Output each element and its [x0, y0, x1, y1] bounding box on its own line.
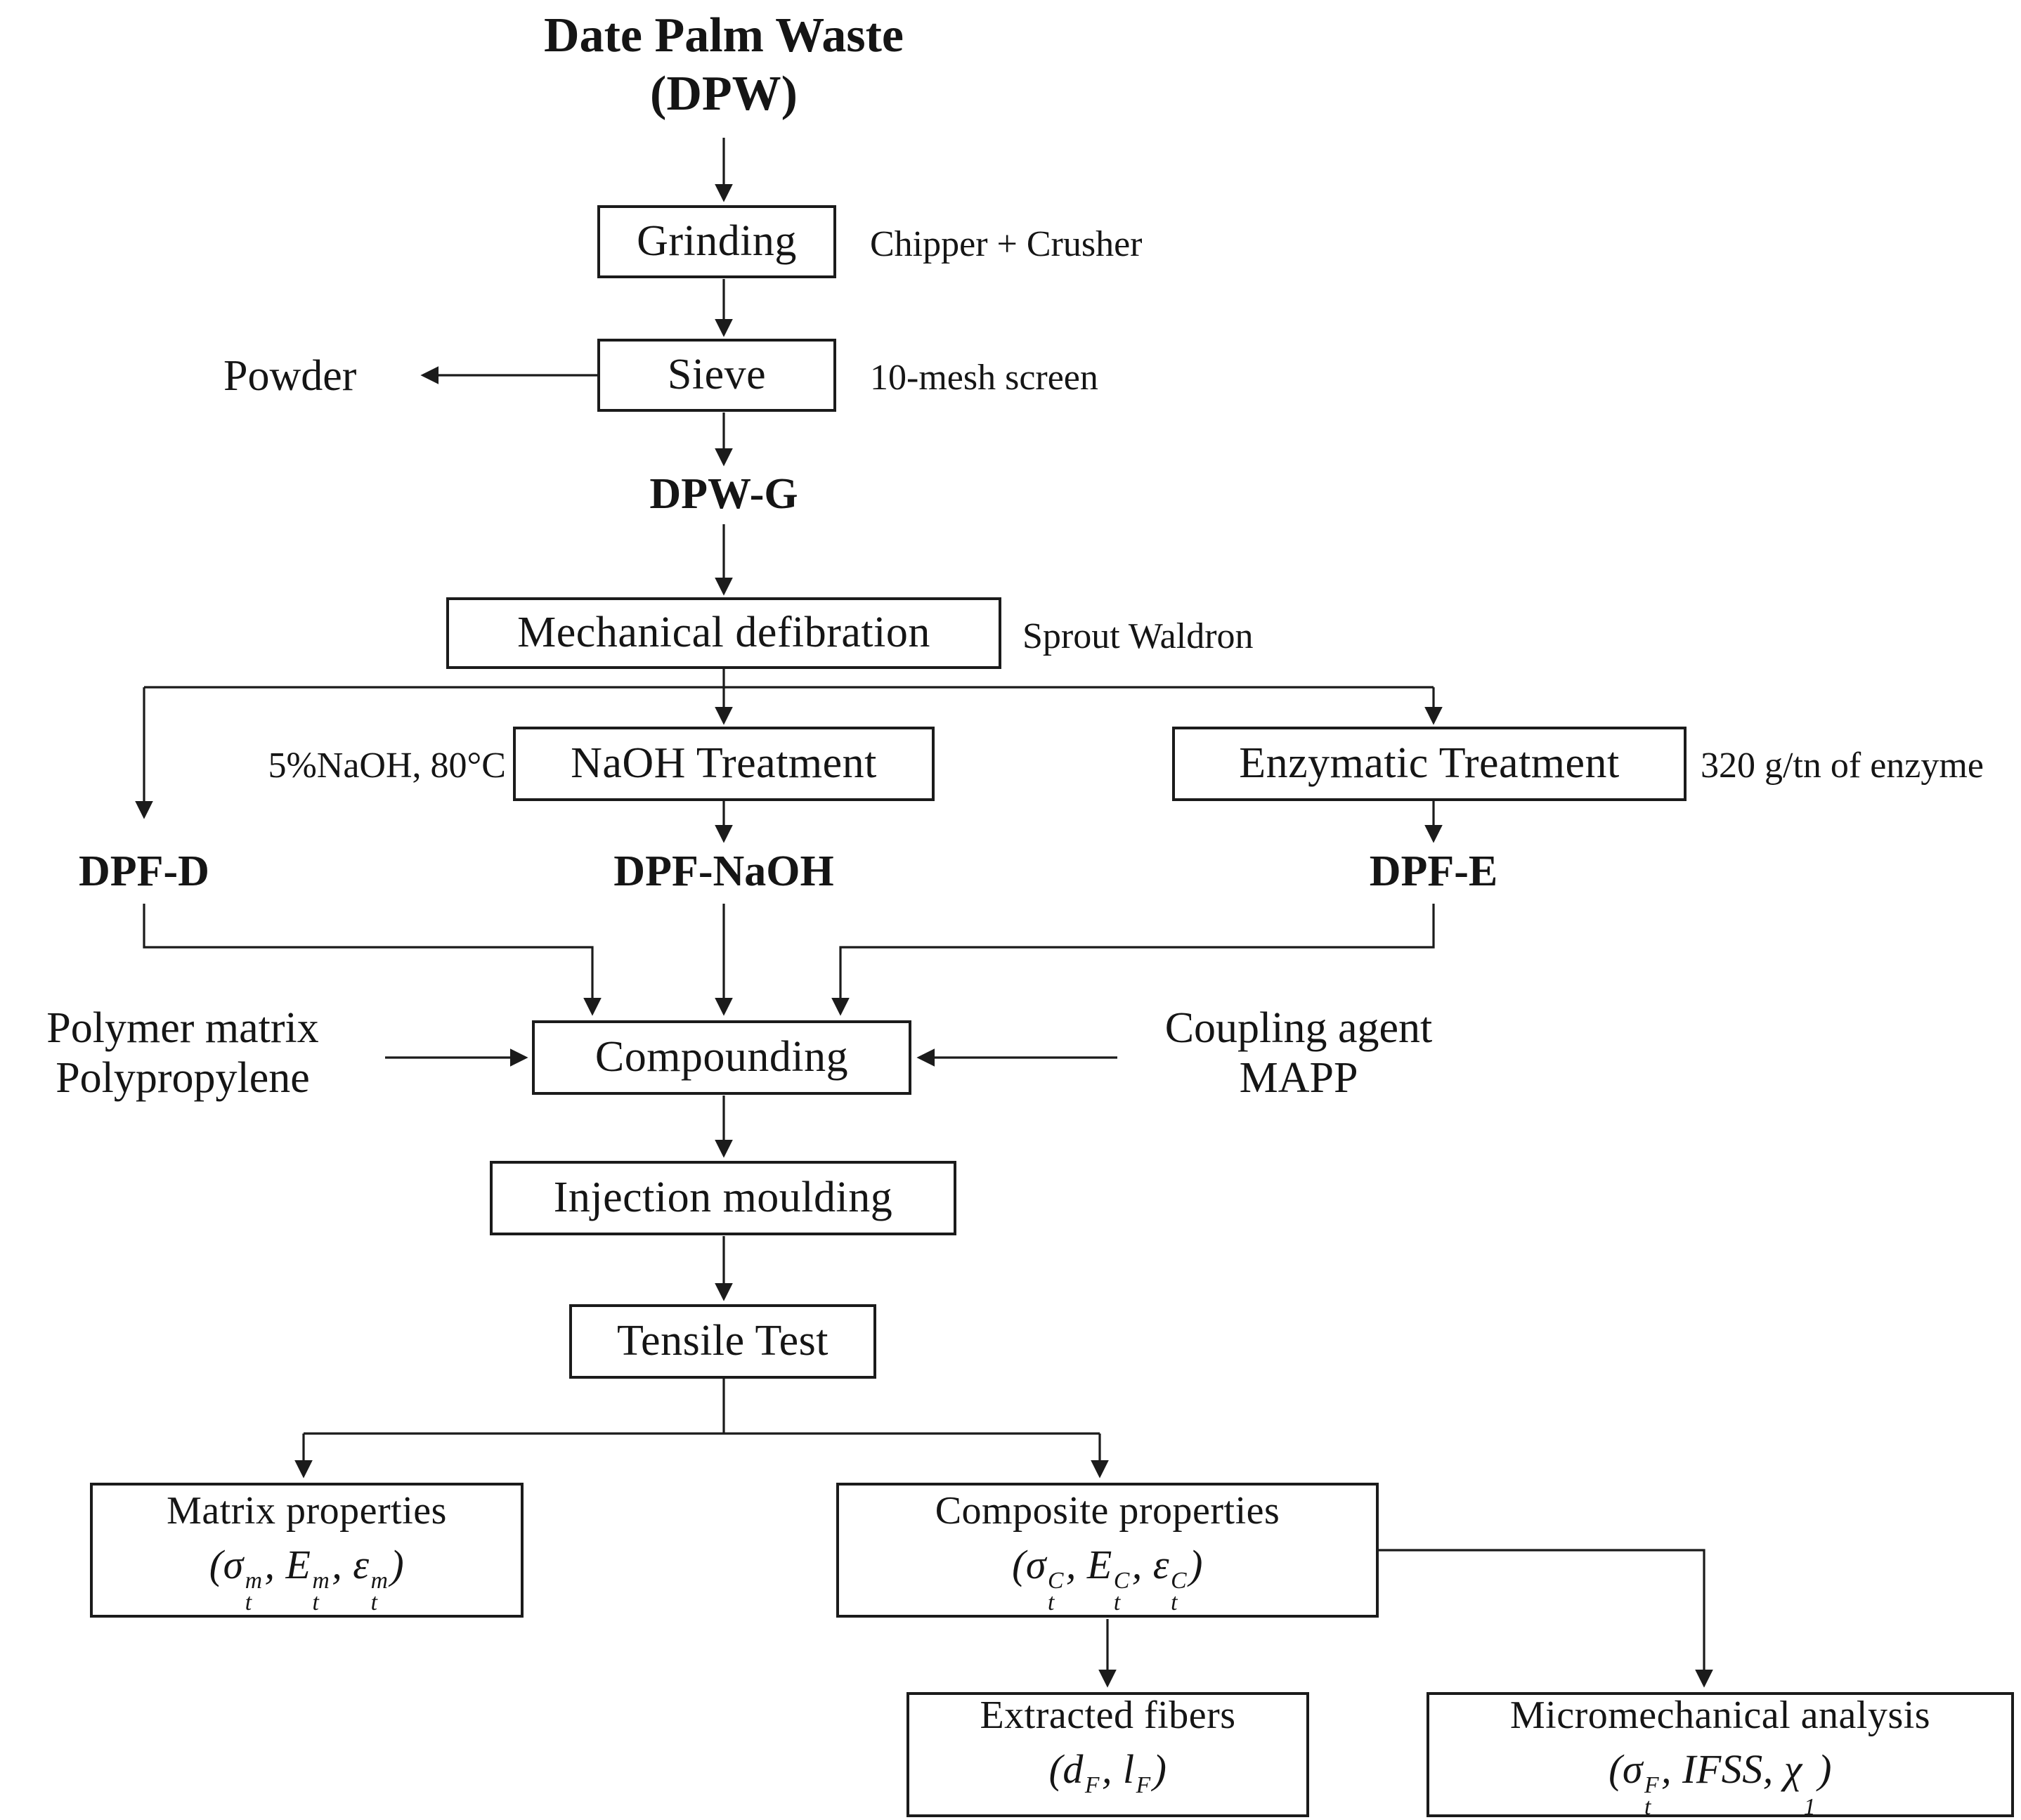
- node-compounding: Compounding: [532, 1020, 911, 1095]
- annotation-chipper-crusher: Chipper + Crusher: [870, 224, 1143, 264]
- node-composite-properties-label: Composite properties: [935, 1489, 1280, 1533]
- node-sieve: Sieve: [597, 339, 836, 412]
- label-polymer-matrix-line2: Polypropylene: [56, 1053, 310, 1102]
- node-tensile-test: Tensile Test: [569, 1304, 876, 1379]
- node-mechanical-defibration: Mechanical defibration: [446, 597, 1001, 669]
- node-naoh-treatment-label: NaOH Treatment: [571, 739, 877, 788]
- label-coupling-agent-line2: MAPP: [1239, 1053, 1358, 1102]
- title-date-palm-waste: Date Palm Waste (DPW): [443, 7, 1005, 123]
- node-enzymatic-treatment: Enzymatic Treatment: [1172, 727, 1687, 801]
- node-matrix-properties-label: Matrix properties: [167, 1489, 447, 1533]
- node-micromechanical-analysis-label: Micromechanical analysis: [1509, 1694, 1931, 1737]
- node-extracted-fibers-label: Extracted fibers: [980, 1694, 1236, 1737]
- edges: [135, 138, 1713, 1688]
- label-polymer-matrix-line1: Polymer matrix: [46, 1004, 319, 1052]
- label-dpf-naoh: DPF-NaOH: [613, 847, 834, 895]
- label-polymer-matrix: Polymer matrix Polypropylene: [0, 1003, 365, 1103]
- annotation-enzyme-dose: 320 g/tn of enzyme: [1701, 746, 1984, 786]
- node-micromechanical-analysis-symbols: (σFt, IFSS, χ​1): [1609, 1746, 1832, 1820]
- annotation-10-mesh-screen: 10-mesh screen: [870, 358, 1098, 398]
- label-dpf-e: DPF-E: [1369, 847, 1498, 895]
- label-dpf-d: DPF-D: [79, 847, 209, 895]
- node-compounding-label: Compounding: [594, 1033, 849, 1081]
- label-coupling-agent-line1: Coupling agent: [1164, 1004, 1433, 1052]
- node-extracted-fibers: Extracted fibers (dF​, lF​): [906, 1692, 1309, 1817]
- node-tensile-test-label: Tensile Test: [617, 1317, 828, 1365]
- title-line2: (DPW): [650, 66, 798, 121]
- label-coupling-agent: Coupling agent MAPP: [1116, 1003, 1481, 1103]
- node-naoh-treatment: NaOH Treatment: [513, 727, 935, 801]
- annotation-naoh-conditions: 5%NaOH, 80°C: [268, 746, 506, 786]
- node-enzymatic-treatment-label: Enzymatic Treatment: [1239, 739, 1620, 788]
- node-injection-moulding-label: Injection moulding: [553, 1174, 893, 1222]
- label-dpw-g: DPW-G: [649, 470, 798, 518]
- node-extracted-fibers-symbols: (dF​, lF​): [1048, 1746, 1167, 1799]
- node-sieve-label: Sieve: [667, 351, 767, 399]
- node-micromechanical-analysis: Micromechanical analysis (σFt, IFSS, χ​1…: [1427, 1692, 2014, 1820]
- node-injection-moulding: Injection moulding: [490, 1161, 956, 1235]
- node-grinding-label: Grinding: [637, 217, 797, 266]
- annotation-sprout-waldron: Sprout Waldron: [1022, 616, 1254, 656]
- node-mechanical-defibration-label: Mechanical defibration: [517, 609, 930, 657]
- label-powder: Powder: [223, 352, 357, 400]
- title-line1: Date Palm Waste: [544, 8, 904, 63]
- node-grinding: Grinding: [597, 205, 836, 278]
